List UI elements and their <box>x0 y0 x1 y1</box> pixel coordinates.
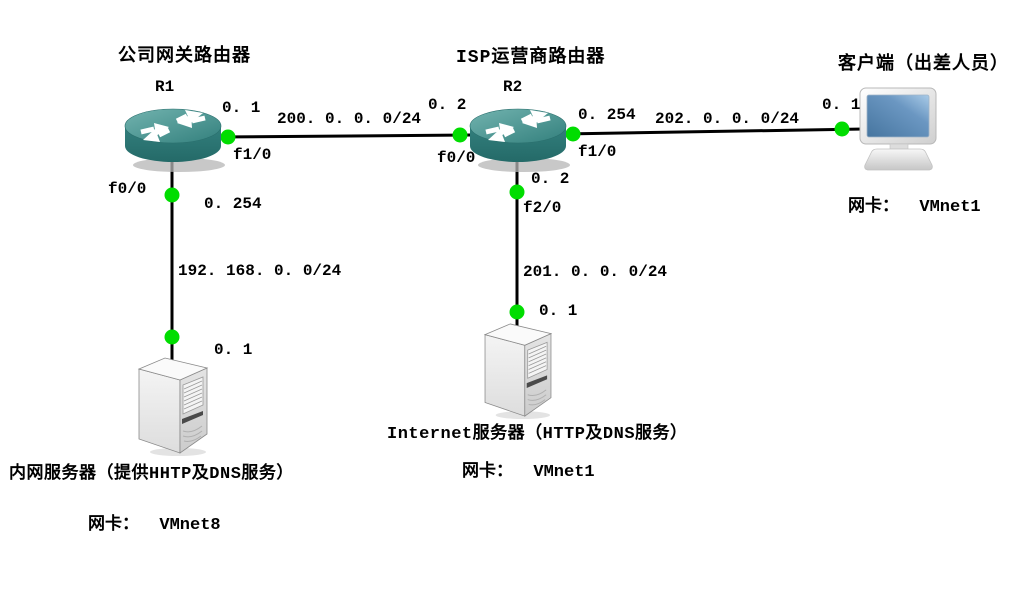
interface-label-r1-f1-0: f1/0 <box>233 146 272 164</box>
nic-label-internet-server: 网卡： VMnet1 <box>462 463 595 482</box>
endpoint-dot-r2-f1-0 <box>565 126 581 142</box>
ip-label-client: 0. 1 <box>822 96 861 114</box>
endpoint-dot-r2-f2-0 <box>509 184 525 200</box>
node-title-internet-server: Internet服务器（HTTP及DNS服务） <box>387 425 688 444</box>
endpoint-dot-client <box>834 121 850 137</box>
node-title-r1: 公司网关路由器 <box>118 47 251 67</box>
node-title-intranet-server: 内网服务器（提供HHTP及DNS服务） <box>9 465 294 484</box>
node-title-client: 客户端（出差人员） <box>838 55 1009 75</box>
wire-r1-r2 <box>215 133 471 139</box>
network-label-r1-intranet: 192. 168. 0. 0/24 <box>178 262 342 280</box>
network-label-r1-r2: 200. 0. 0. 0/24 <box>277 110 422 128</box>
ip-label-r1-f0-0: 0. 254 <box>204 195 262 213</box>
wire-r2-client <box>562 127 865 136</box>
client-computer-icon[interactable] <box>850 86 950 174</box>
hostname-r1: R1 <box>155 78 175 96</box>
endpoint-dot-r1-f1-0 <box>220 129 236 145</box>
ip-label-r2-f0-0: 0. 2 <box>428 96 467 114</box>
endpoint-dot-r2-f0-0 <box>452 127 468 143</box>
interface-label-r2-f1-0: f1/0 <box>578 143 617 161</box>
node-title-r2: ISP运营商路由器 <box>456 48 606 68</box>
ip-label-r2-f2-0: 0. 2 <box>531 170 570 188</box>
endpoint-dot-internet-server <box>509 304 525 320</box>
ip-label-internet-server: 0. 1 <box>539 302 578 320</box>
router-icon-r1[interactable] <box>121 102 225 174</box>
nic-label-client: 网卡： VMnet1 <box>848 198 981 217</box>
interface-label-r2-f2-0: f2/0 <box>523 199 562 217</box>
hostname-r2: R2 <box>503 78 523 96</box>
interface-label-r1-f0-0: f0/0 <box>108 180 147 198</box>
network-label-r2-internet: 201. 0. 0. 0/24 <box>523 263 668 281</box>
ip-label-intranet-server: 0. 1 <box>214 341 253 359</box>
nic-label-intranet-server: 网卡： VMnet8 <box>88 516 221 535</box>
network-label-r2-client: 202. 0. 0. 0/24 <box>655 110 800 128</box>
interface-label-r2-f0-0: f0/0 <box>437 149 476 167</box>
ip-label-r1-f1-0: 0. 1 <box>222 99 261 117</box>
internet-server-icon[interactable] <box>482 322 554 419</box>
router-icon-r2[interactable] <box>466 102 570 174</box>
endpoint-dot-intranet-server <box>164 329 180 345</box>
ip-label-r2-f1-0: 0. 254 <box>578 106 636 124</box>
intranet-server-icon[interactable] <box>136 356 210 456</box>
endpoint-dot-r1-f0-0 <box>164 187 180 203</box>
